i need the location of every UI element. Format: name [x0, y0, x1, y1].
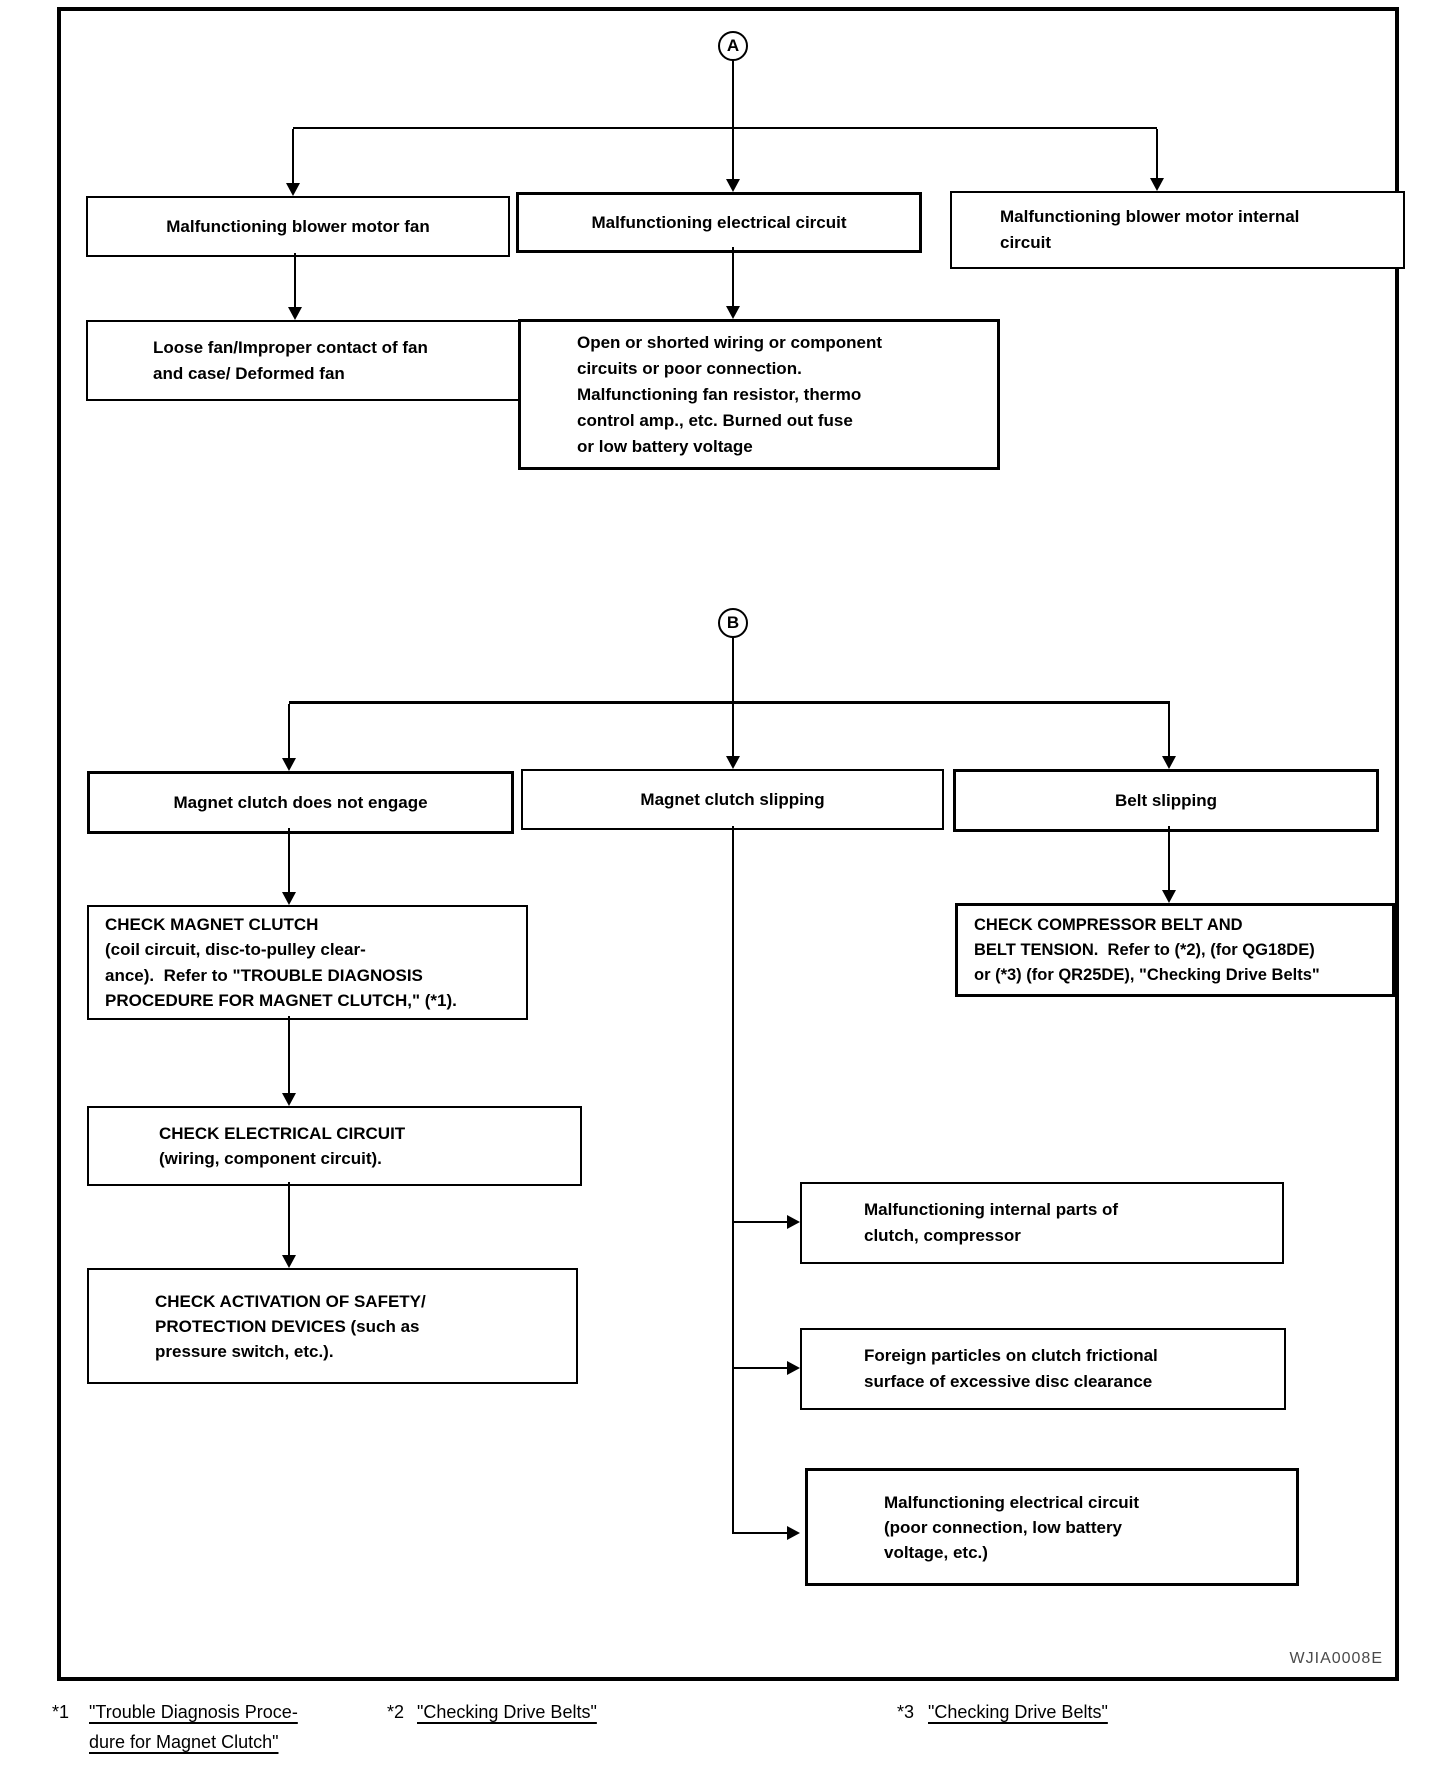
arrow-down-icon: [1150, 178, 1164, 191]
box-line: circuit: [1000, 233, 1052, 252]
box-line: ance). Refer to "TROUBLE DIAGNOSIS: [105, 965, 423, 985]
footnote-1-marker: *1: [52, 1702, 70, 1722]
box-line: control amp., etc. Burned out fuse: [577, 410, 853, 430]
arrow-down-icon: [288, 307, 302, 320]
box-loose-fan: Loose fan/Improper contact of fan and ca…: [86, 320, 575, 401]
footnote-3-link-line[interactable]: "Checking Drive Belts": [928, 1702, 1108, 1722]
connector-line: [734, 1532, 787, 1534]
arrow-down-icon: [1162, 890, 1176, 903]
connector-line: [732, 60, 734, 180]
arrow-down-icon: [726, 756, 740, 769]
box-check-electrical-circuit: CHECK ELECTRICAL CIRCUIT (wiring, compon…: [87, 1106, 582, 1186]
footnote-1-link-line[interactable]: "Trouble Diagnosis Proce-: [89, 1702, 298, 1722]
box-line: PROCEDURE FOR MAGNET CLUTCH," (*1).: [105, 991, 457, 1010]
box-open-shorted-wiring: Open or shorted wiring or component circ…: [518, 319, 1000, 470]
connector-label: B: [726, 613, 740, 632]
box-line: Belt slipping: [1115, 791, 1217, 810]
connector-line: [294, 253, 296, 308]
box-line: clutch, compressor: [864, 1226, 1021, 1245]
footnote-1-link-line[interactable]: dure for Magnet Clutch": [89, 1732, 279, 1752]
diagram-frame: [57, 7, 1399, 1681]
footnote-2: "Checking Drive Belts": [417, 1697, 597, 1727]
connector-line: [732, 637, 734, 704]
arrow-down-icon: [1162, 756, 1176, 769]
box-line: pressure switch, etc.).: [155, 1341, 334, 1361]
box-line: CHECK ELECTRICAL CIRCUIT: [159, 1124, 406, 1143]
footnote-3: "Checking Drive Belts": [928, 1697, 1108, 1727]
box-line: (coil circuit, disc-to-pulley clear-: [105, 940, 366, 959]
connector-circle-b: B: [718, 608, 748, 638]
connector-line: [288, 1016, 290, 1093]
connector-line: [293, 127, 1157, 129]
box-line: Malfunctioning electrical circuit: [591, 213, 847, 232]
box-line: surface of excessive disc clearance: [864, 1372, 1153, 1391]
connector-circle-a: A: [718, 31, 748, 61]
arrow-down-icon: [286, 183, 300, 196]
footnote-3-marker: *3: [897, 1702, 915, 1722]
box-line: (wiring, component circuit).: [159, 1149, 382, 1168]
box-internal-parts: Malfunctioning internal parts of clutch,…: [800, 1182, 1284, 1264]
connector-line: [732, 247, 734, 307]
connector-line: [1168, 826, 1170, 890]
box-line: Loose fan/Improper contact of fan: [153, 337, 428, 357]
connector-line: [288, 828, 290, 893]
box-line: Malfunctioning fan resistor, thermo: [577, 384, 862, 404]
arrow-down-icon: [282, 1255, 296, 1268]
connector-line: [734, 1367, 787, 1369]
box-check-safety-devices: CHECK ACTIVATION OF SAFETY/ PROTECTION D…: [87, 1268, 578, 1384]
footnote-2-link-line[interactable]: "Checking Drive Belts": [417, 1702, 597, 1722]
connector-line: [732, 704, 734, 757]
connector-line: [292, 129, 294, 184]
box-check-compressor-belt: CHECK COMPRESSOR BELT AND BELT TENSION. …: [955, 903, 1395, 997]
box-line: Malfunctioning blower motor fan: [166, 217, 430, 236]
connector-line: [732, 826, 734, 1534]
box-clutch-not-engage: Magnet clutch does not engage: [87, 771, 514, 834]
box-line: Foreign particles on clutch frictional: [864, 1346, 1158, 1365]
box-line: Malfunctioning electrical circuit: [884, 1492, 1140, 1512]
box-check-magnet-clutch: CHECK MAGNET CLUTCH (coil circuit, disc-…: [87, 905, 528, 1020]
box-line: voltage, etc.): [884, 1542, 988, 1562]
box-line: CHECK ACTIVATION OF SAFETY/: [155, 1291, 426, 1311]
connector-line: [289, 701, 1170, 704]
box-line: PROTECTION DEVICES (such as: [155, 1316, 420, 1336]
box-line: or (*3) (for QR25DE), "Checking Drive Be…: [974, 965, 1320, 984]
box-electrical-circuit: Malfunctioning electrical circuit: [516, 192, 922, 253]
box-line: circuits or poor connection.: [577, 358, 802, 378]
box-line: Open or shorted wiring or component: [577, 332, 883, 352]
box-line: (poor connection, low battery: [884, 1517, 1123, 1537]
box-line: or low battery voltage: [577, 436, 753, 456]
arrow-down-icon: [726, 306, 740, 319]
connector-line: [734, 1221, 787, 1223]
box-electrical-circuit-poor-connection: Malfunctioning electrical circuit (poor …: [805, 1468, 1299, 1586]
connector-line: [1168, 704, 1170, 757]
box-line: Magnet clutch does not engage: [173, 793, 428, 812]
arrow-right-icon: [787, 1361, 800, 1375]
arrow-down-icon: [726, 179, 740, 192]
box-clutch-slipping: Magnet clutch slipping: [521, 769, 944, 830]
arrow-right-icon: [787, 1526, 800, 1540]
box-line: and case/ Deformed fan: [153, 363, 345, 383]
connector-line: [1156, 129, 1158, 179]
connector-label: A: [726, 36, 740, 55]
box-blower-internal-circuit: Malfunctioning blower motor internal cir…: [950, 191, 1405, 269]
box-line: CHECK COMPRESSOR BELT AND: [974, 915, 1243, 934]
footnote-2-marker: *2: [387, 1702, 405, 1722]
box-line: Malfunctioning blower motor internal: [1000, 207, 1300, 226]
box-line: Malfunctioning internal parts of: [864, 1200, 1119, 1219]
box-foreign-particles: Foreign particles on clutch frictional s…: [800, 1328, 1286, 1410]
box-line: Magnet clutch slipping: [640, 790, 825, 809]
arrow-down-icon: [282, 1093, 296, 1106]
figure-code-label: WJIA0008E: [1289, 1650, 1383, 1667]
arrow-down-icon: [282, 892, 296, 905]
box-belt-slipping: Belt slipping: [953, 769, 1379, 832]
box-line: CHECK MAGNET CLUTCH: [105, 914, 319, 934]
footnote-1: "Trouble Diagnosis Proce- dure for Magne…: [89, 1697, 298, 1757]
arrow-right-icon: [787, 1215, 800, 1229]
box-line: BELT TENSION. Refer to (*2), (for QG18DE…: [974, 940, 1315, 959]
connector-line: [288, 704, 290, 759]
arrow-down-icon: [282, 758, 296, 771]
connector-line: [288, 1182, 290, 1255]
box-blower-motor-fan: Malfunctioning blower motor fan: [86, 196, 510, 257]
